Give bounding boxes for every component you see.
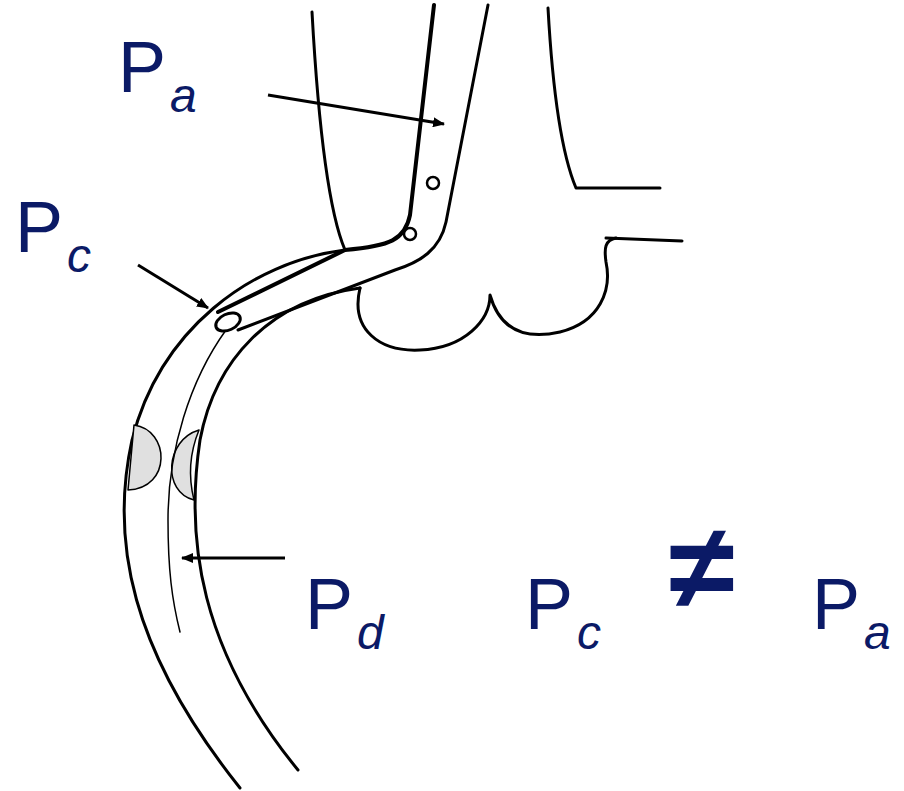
side-hole — [427, 177, 439, 189]
leader-arrow — [268, 95, 444, 124]
label-subscript: c — [577, 606, 601, 659]
leader-arrow — [138, 265, 208, 308]
label-main: P — [305, 564, 353, 644]
label-main: P — [15, 187, 63, 267]
aorta-wall — [548, 8, 660, 188]
leader-arrow — [182, 557, 285, 560]
aorta-wall — [312, 12, 345, 250]
aortic-sinus — [358, 238, 616, 350]
pressure-label: Pa — [812, 568, 891, 657]
stenosis-plaque — [172, 430, 199, 500]
label-subscript: a — [170, 69, 197, 122]
artery-wall — [124, 250, 345, 788]
artery-wall — [195, 288, 360, 770]
label-main: ≠ — [669, 499, 735, 633]
pressure-label: Pa — [118, 31, 197, 120]
catheter-tip — [213, 309, 243, 334]
label-main: P — [525, 564, 573, 644]
label-subscript: c — [67, 229, 91, 282]
label-main: P — [118, 27, 166, 107]
stenosis-plaque — [128, 425, 161, 490]
label-subscript: d — [357, 606, 384, 659]
pressure-label: Pc — [15, 191, 91, 280]
pressure-wire — [168, 330, 226, 632]
pressure-label: Pc — [525, 568, 601, 657]
label-subscript: a — [864, 606, 891, 659]
pressure-label: Pd — [305, 568, 384, 657]
side-hole — [404, 228, 416, 240]
guide-catheter — [218, 5, 434, 312]
not-equal-sign: ≠ — [669, 506, 735, 626]
guide-catheter — [238, 5, 488, 330]
label-main: P — [812, 564, 860, 644]
